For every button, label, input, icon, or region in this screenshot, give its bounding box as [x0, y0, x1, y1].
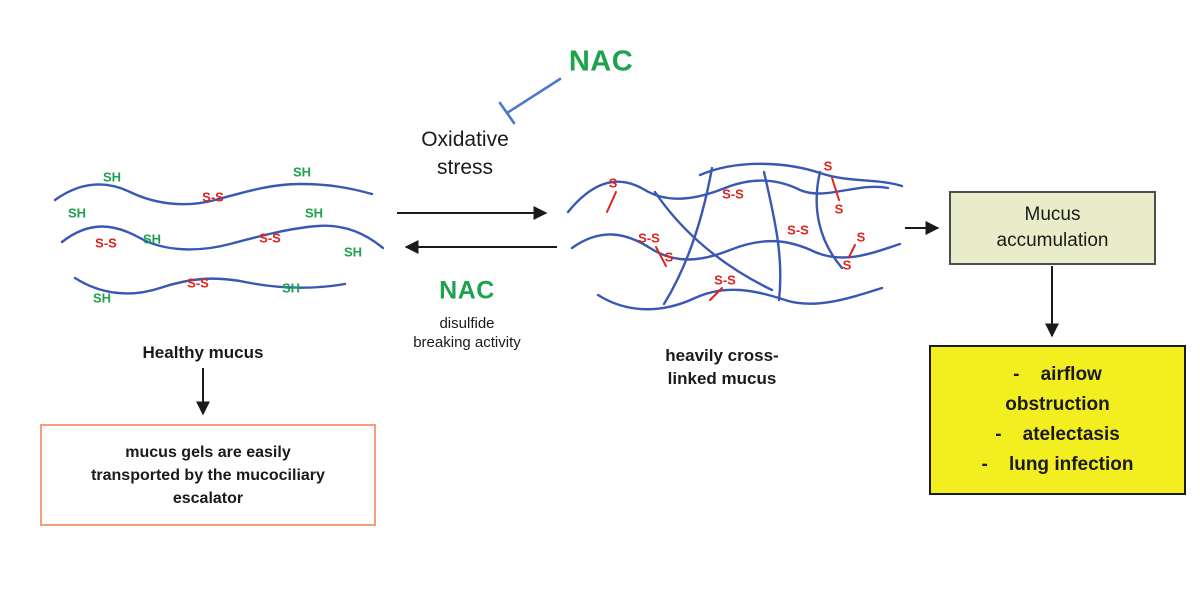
- nac-inhibitor-label: NAC: [568, 45, 634, 78]
- healthy-mucin-strand: [53, 182, 374, 206]
- clearance-line3: escalator: [172, 489, 244, 507]
- healthy-mucin-strand: [60, 224, 385, 251]
- crosslinked-mucus-caption: heavily cross- linked mucus: [665, 344, 778, 390]
- oxidative-stress-label: Oxidative stress: [421, 126, 509, 182]
- disulfide-activity-line1: disulfide: [439, 315, 495, 332]
- healthy-mucus-caption: Healthy mucus: [142, 343, 264, 362]
- disulfide-bond-line: [848, 244, 856, 258]
- crosslinked-mucin-strand: [662, 166, 714, 306]
- mucus-accumulation-box: Mucus accumulation: [949, 191, 1156, 265]
- disulfide-bond-line: [606, 191, 617, 213]
- disulfide-bond-line: [709, 287, 723, 301]
- crosslinked-mucin-strand: [596, 286, 884, 311]
- consequence-atelectasis: - atelectasis: [995, 424, 1120, 445]
- crosslinked-mucin-strand: [653, 190, 774, 292]
- crosslinked-caption-line1: heavily cross-: [665, 346, 779, 365]
- disulfide-activity-label: disulfide breaking activity: [413, 314, 521, 352]
- healthy-mucin-strand: [73, 276, 347, 295]
- mucociliary-clearance-box: mucus gels are easily transported by the…: [40, 424, 376, 526]
- crosslinked-caption-line2: linked mucus: [667, 369, 777, 388]
- inhibition-line: [505, 77, 562, 115]
- crosslinked-mucin-strand: [698, 162, 904, 188]
- crosslinked-mucin-strand: [566, 179, 890, 214]
- consequences-box: - airflow obstruction - atelectasis - lu…: [929, 345, 1186, 495]
- disulfide-bond-line: [831, 177, 840, 201]
- clearance-line1: mucus gels are easily: [125, 443, 291, 461]
- crosslinked-mucin-strand: [762, 170, 782, 302]
- disulfide-bond-line: [655, 246, 667, 267]
- oxidative-stress-line1: Oxidative: [421, 128, 509, 151]
- accumulation-line2: accumulation: [996, 230, 1109, 251]
- accumulation-line1: Mucus: [1024, 204, 1081, 225]
- crosslinked-mucin-strand: [570, 233, 902, 261]
- inhibition-tbar: [498, 101, 516, 125]
- disulfide-activity-line2: breaking activity: [413, 334, 521, 351]
- consequence-lung-infection: - lung infection: [981, 454, 1134, 475]
- clearance-line2: transported by the mucociliary: [91, 466, 325, 484]
- consequence-obstruction: obstruction: [1005, 394, 1110, 415]
- consequence-airflow: - airflow: [1013, 364, 1102, 385]
- nac-reverse-label: NAC: [439, 276, 495, 305]
- crosslinked-mucin-strand: [815, 170, 844, 270]
- oxidative-stress-line2: stress: [436, 156, 494, 179]
